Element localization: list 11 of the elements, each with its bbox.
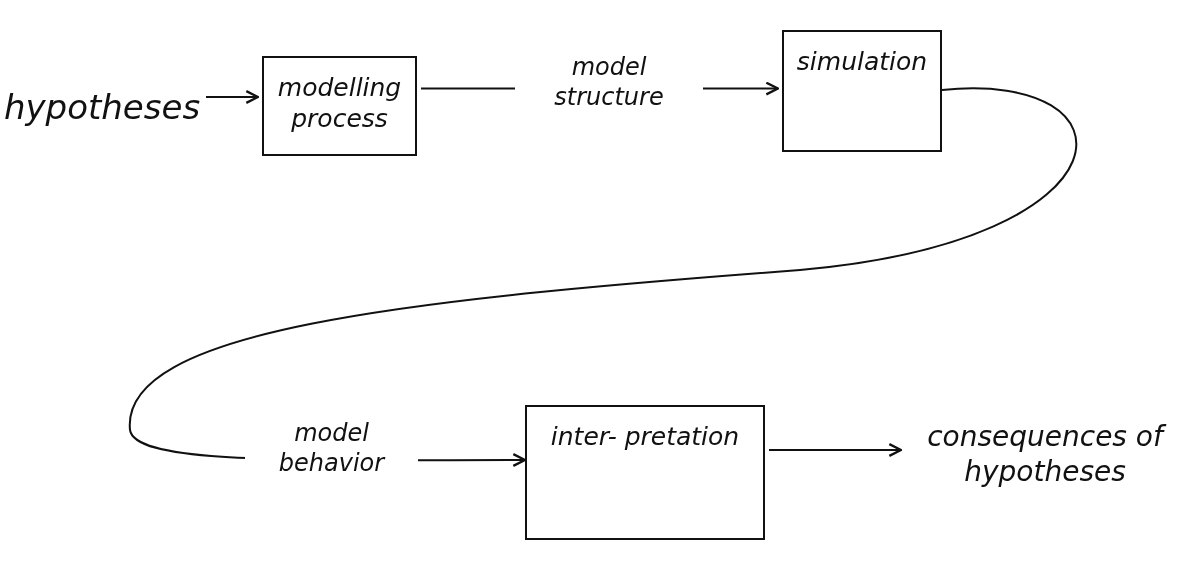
- flow-text: consequences of hypotheses: [919, 419, 1171, 489]
- arrow: [129, 87, 1078, 467]
- process-box: [782, 30, 942, 152]
- box-label: modelling process: [277, 72, 402, 135]
- process-box: [525, 405, 765, 540]
- arrow: [205, 90, 260, 104]
- flow-text: hypotheses: [3, 86, 201, 129]
- box-label: simulation: [796, 46, 928, 78]
- process-box: [262, 56, 417, 156]
- arrow: [768, 443, 903, 457]
- box-label: inter- pretation: [550, 421, 740, 453]
